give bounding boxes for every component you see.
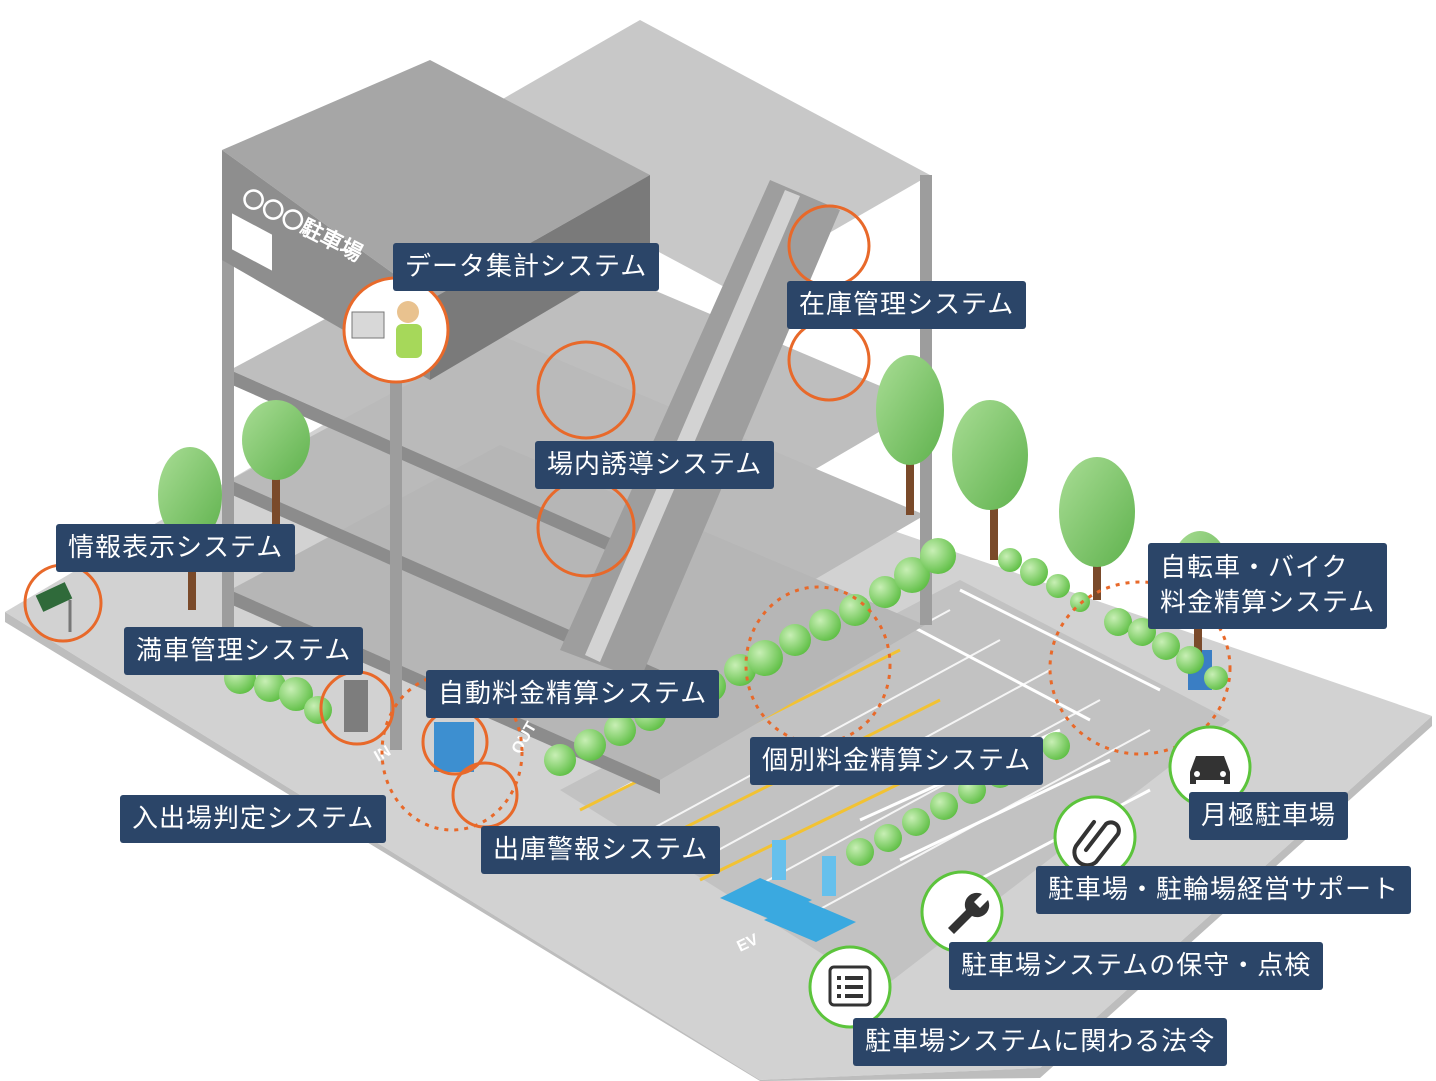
payment-machine xyxy=(434,722,474,772)
label-full-management-system[interactable]: 満車管理システム xyxy=(124,627,364,675)
info-display xyxy=(35,582,73,612)
label-bike-payment-line1: 自転車・バイク xyxy=(1160,553,1349,583)
full-sign xyxy=(344,680,368,732)
label-exit-alarm-system[interactable]: 出庫警報システム xyxy=(481,826,721,874)
label-monthly-parking[interactable]: 月極駐車場 xyxy=(1189,792,1349,840)
dashed-system-rings xyxy=(380,580,1232,832)
label-inventory-system[interactable]: 在庫管理システム xyxy=(787,281,1027,329)
label-info-display-system[interactable]: 情報表示システム xyxy=(56,524,296,572)
label-management-support[interactable]: 駐車場・駐輪場経営サポート xyxy=(1036,866,1412,914)
ev-charger-1 xyxy=(772,840,786,880)
monthly-parking-circle[interactable] xyxy=(1168,725,1252,809)
label-entry-exit-system[interactable]: 入出場判定システム xyxy=(120,795,387,843)
maintenance-circle[interactable] xyxy=(920,870,1004,954)
label-bike-payment-system[interactable]: 自転車・バイク 料金精算システム xyxy=(1148,543,1388,629)
label-individual-payment-system[interactable]: 個別料金精算システム xyxy=(750,737,1044,785)
paperclip-icon xyxy=(1072,820,1121,868)
label-maintenance[interactable]: 駐車場システムの保守・点検 xyxy=(949,942,1324,990)
label-data-system[interactable]: データ集計システム xyxy=(393,243,660,291)
laws-circle[interactable] xyxy=(808,945,892,1029)
support-circle[interactable] xyxy=(1053,795,1137,879)
wrench-icon xyxy=(948,892,990,934)
label-guidance-system[interactable]: 場内誘導システム xyxy=(535,441,775,489)
ev-charger-2 xyxy=(822,856,836,896)
car-icon xyxy=(1190,756,1230,784)
ev-pad-2 xyxy=(764,900,856,942)
label-auto-payment-system[interactable]: 自動料金精算システム xyxy=(426,670,720,718)
label-laws[interactable]: 駐車場システムに関わる法令 xyxy=(853,1018,1228,1066)
label-bike-payment-line2: 料金精算システム xyxy=(1160,588,1376,618)
list-icon xyxy=(828,965,872,1007)
